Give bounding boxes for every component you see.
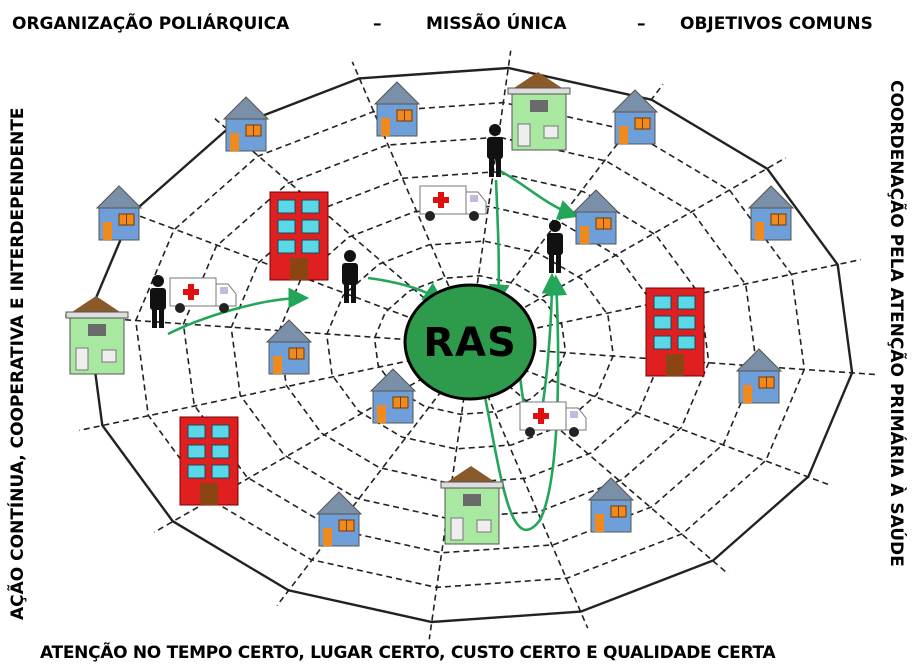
ras-center-circle [403,283,537,401]
web-spoke [486,394,589,629]
house-icon [265,319,313,375]
house-icon [222,96,270,152]
title-separator-1: – [373,14,382,34]
web-ring [182,136,758,554]
care-flow-arrow [167,287,310,336]
web-ring [134,101,806,589]
title-separator-2: – [637,14,646,34]
network-nodes [65,72,795,547]
web-ring [373,274,567,416]
house-icon [747,185,795,241]
web-spoke [79,359,413,432]
bottom-caption: ATENÇÃO NO TEMPO CERTO, LUGAR CERTO, CUS… [40,643,776,663]
person-icon [342,250,358,303]
house-icon [735,348,783,404]
house-icon [315,491,363,547]
ambulance-icon [419,185,487,221]
person-icon [150,275,166,328]
house-icon [611,89,659,145]
care-flow-arrow [482,274,568,531]
health-clinic-icon [440,466,504,545]
hospital-icon [645,287,705,377]
title-part-objetivos: OBJETIVOS COMUNS [680,14,873,34]
right-side-caption: COORDENAÇÃO PELA ATENÇÃO PRIMÁRIA À SAÚD… [886,80,906,567]
house-icon [572,189,620,245]
house-icon [95,185,143,241]
ambulance-icon [169,277,237,313]
web-spoke [522,368,830,486]
person-icon [547,220,563,273]
person-icon [487,124,503,177]
title-part-organizacao: ORGANIZAÇÃO POLIÁRQUICA [12,14,290,34]
web-spoke [351,61,454,296]
web-spoke [110,204,418,322]
house-icon [373,81,421,137]
ambulance-icon [519,401,587,437]
care-flow-arrow [497,168,579,220]
health-clinic-icon [65,296,129,375]
web-spoke [507,384,729,575]
health-clinic-icon [507,72,571,151]
hospital-icon [269,191,329,281]
care-flow-arrow [488,179,510,306]
house-icon [587,477,635,533]
web-spoke [63,314,411,341]
hospital-icon [179,416,239,506]
house-icon [369,368,417,424]
title-part-missao: MISSÃO ÚNICA [426,14,567,34]
left-side-caption: AÇÃO CONTÍNUA, COOPERATIVA E INTERDEPEND… [8,107,28,620]
